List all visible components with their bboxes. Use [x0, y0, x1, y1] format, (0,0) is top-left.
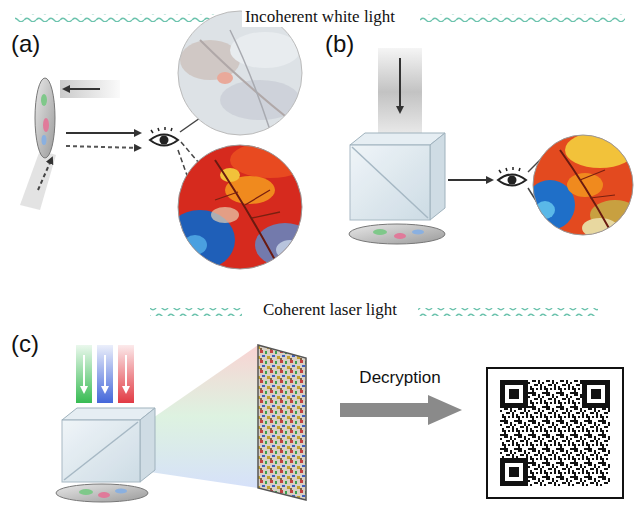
section-heading: Incoherent white light — [242, 7, 398, 27]
panel-letter: (c) — [8, 330, 42, 359]
panel-letter: (b) — [322, 30, 357, 59]
panel-letter: (a) — [8, 30, 43, 59]
arrow-label: Decryption — [356, 368, 443, 388]
section-heading: Coherent laser light — [260, 300, 400, 320]
